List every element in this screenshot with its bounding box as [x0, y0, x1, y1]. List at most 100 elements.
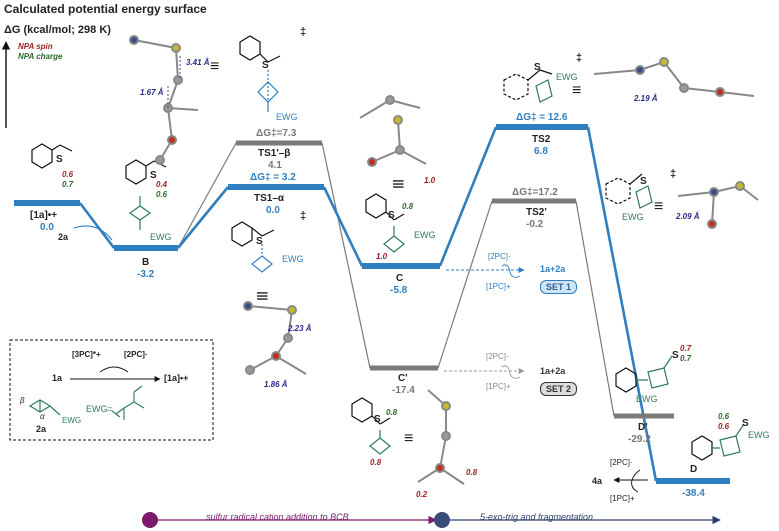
stage2-label: 5-exo-trig and fragmentation: [480, 512, 594, 522]
ewg-d: EWG: [748, 430, 770, 440]
set1-pc1: [1PC]+: [486, 282, 511, 291]
charge-cprime: 0.8: [386, 408, 398, 417]
state-start-partner: 2a: [58, 232, 69, 242]
dagger-ts1b: ‡: [300, 26, 307, 38]
gray-levels: [236, 140, 674, 419]
s-plus-ts2: S: [534, 62, 541, 73]
model-ts1a: [243, 301, 307, 375]
model-ts2: [593, 57, 755, 97]
dist-label-6: 2.09 Å: [676, 212, 700, 221]
state-ts1b-name: TS1'–β: [258, 148, 291, 159]
dist-label-2: 1.67 Å: [140, 88, 164, 97]
dist-label-3: 2.23 Å: [288, 324, 312, 333]
state-ts2prime-name: TS2': [526, 207, 547, 218]
state-ts1a-value: 0.0: [266, 205, 280, 216]
dagger-ts1a: ‡: [300, 210, 307, 222]
bicyclic-ts2-prime: [605, 173, 643, 205]
legend-npa-spin: NPA spin: [18, 42, 53, 51]
equiv-ts2prime: ≡: [654, 198, 664, 215]
state-ts2-value: 6.8: [534, 146, 548, 157]
equiv-cprime: ≡: [404, 430, 414, 447]
cyclobutyl-ts2: [535, 79, 553, 103]
model-c: [359, 95, 427, 167]
set2-product: 1a+2a: [540, 366, 566, 376]
legend-product: [1a]•+: [164, 373, 189, 383]
set1-product: 1a+2a: [540, 264, 566, 274]
s-plus-ts1b: S: [262, 60, 269, 71]
legend-box: [9, 339, 214, 441]
spin-start: 0.6: [62, 170, 74, 179]
ewg-legend-icon: [111, 385, 145, 420]
state-c-value: -5.8: [390, 285, 408, 296]
final-pc2: [2PC]·: [610, 458, 633, 467]
s-plus-ts2prime: S: [640, 176, 647, 187]
dagger-ts2prime: ‡: [670, 168, 677, 180]
stage1-label: sulfur radical cation addition to BCB: [206, 512, 349, 522]
spin-b: 0.4: [156, 180, 168, 189]
state-d-name: D: [690, 464, 698, 475]
gray-pathway: [177, 142, 615, 417]
spin-dprime: 0.7: [680, 344, 692, 353]
add-arrow: [73, 225, 113, 241]
charge-b: 0.6: [156, 190, 168, 199]
ewg-dprime: EWG: [636, 394, 658, 404]
legend-ewg-eq: EWG=: [86, 404, 113, 414]
stage2-dot: [434, 512, 450, 528]
state-b-value: -3.2: [137, 269, 155, 280]
spin-d: 0.6: [718, 422, 730, 431]
triple-c: |||: [392, 179, 405, 189]
final-product: 4a: [592, 476, 603, 486]
equiv-b: ≡: [210, 58, 220, 75]
state-ts1a-barrier: ΔG‡ = 3.2: [250, 172, 296, 183]
equiv-ts2: ≡: [572, 82, 582, 99]
set2-badge: SET 2: [540, 382, 578, 396]
pyrazine-ts1a: [231, 221, 275, 247]
model-ts2-prime: [677, 181, 759, 229]
ring-d-prime: [636, 355, 673, 389]
s-plus-b: S: [150, 170, 157, 181]
legend-bcb: 2a: [36, 424, 47, 434]
cyclobutyl-ts2-prime: [635, 185, 653, 209]
s-plus-c: S: [388, 210, 395, 221]
ewg-b: EWG: [150, 232, 172, 242]
s-plus-dprime: S: [672, 350, 679, 361]
y-axis-label: ΔG (kcal/mol; 298 K): [4, 24, 111, 36]
s-plus-d: S: [742, 418, 749, 429]
s-plus-cprime: S: [374, 414, 381, 425]
spin-cprime: 0.8: [370, 458, 382, 467]
ewg-c: EWG: [414, 230, 436, 240]
ring-d: [712, 423, 745, 457]
state-start-name: [1a]•+: [30, 210, 58, 221]
state-ts1b-value: 4.1: [268, 160, 282, 171]
s-plus-start: S: [56, 154, 63, 165]
state-ts1a-name: TS1–α: [254, 193, 285, 204]
charge-c: 0.8: [402, 202, 414, 211]
set2-pc1: [1PC]+: [486, 382, 511, 391]
model-c-prime: [417, 389, 465, 485]
state-dprime-value: -29.2: [628, 434, 651, 445]
ewg-ts2: EWG: [556, 72, 578, 82]
product-curl: [631, 469, 641, 493]
set1-curl: [501, 264, 521, 278]
blue-levels: [14, 124, 730, 484]
pyrazine-c-prime: [351, 397, 391, 425]
state-cprime-value: -17.4: [392, 385, 415, 396]
stage1-dot: [142, 512, 158, 528]
blue-pathway: [78, 126, 658, 482]
pyrazine-c: [365, 193, 405, 221]
ewg-ts1a: EWG: [282, 254, 304, 264]
legend-pc2: [2PC]·: [124, 350, 148, 359]
legend-npa-charge: NPA charge: [18, 52, 63, 61]
state-start-value: 0.0: [40, 222, 54, 233]
dist-label-4: 1.86 Å: [264, 380, 288, 389]
bcb-ts1a: [251, 244, 273, 273]
legend-ewg-label: EWG: [62, 416, 82, 425]
charge-start: 0.7: [62, 180, 74, 189]
ewg-ts2prime: EWG: [622, 212, 644, 222]
ring-c: [383, 226, 405, 253]
bcb-ts1b: [257, 70, 279, 112]
legend-beta: β: [20, 396, 25, 405]
bicyclic-ts2: [503, 69, 553, 101]
pyrazine-d: [691, 435, 713, 461]
spin-model-c: 1.0: [424, 176, 436, 185]
